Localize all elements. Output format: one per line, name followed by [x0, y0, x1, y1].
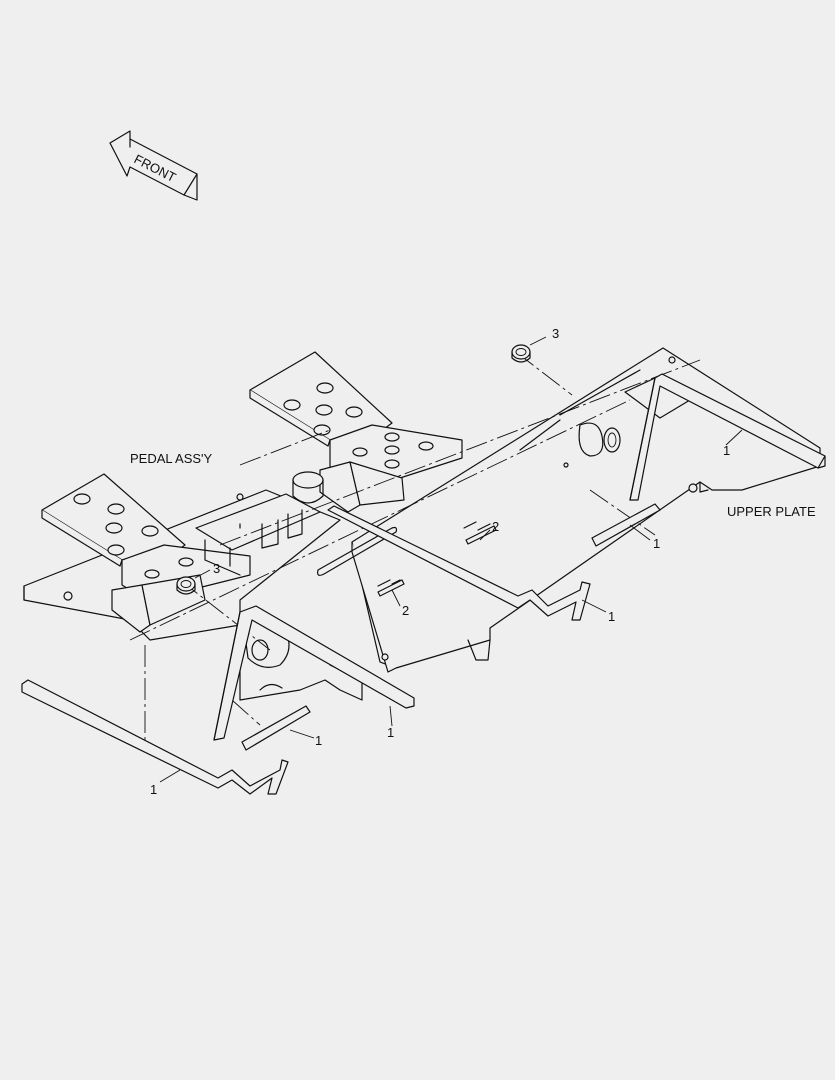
- callout-1-lower-center-bar: 1: [387, 725, 394, 740]
- seal-strip-lower: [377, 579, 405, 597]
- upper-plate-label: UPPER PLATE: [727, 504, 816, 519]
- alignment-lines: [129, 351, 701, 740]
- seal-bar-lower-center: [213, 605, 415, 741]
- seal-bar-right-short: [591, 503, 661, 547]
- callout-1-lower-left-long-bar: 1: [150, 782, 157, 797]
- hose-clamp-lower: [176, 576, 196, 595]
- callout-1-upper-right-bar: 1: [723, 443, 730, 458]
- seal-bar-lower-left-short: [241, 705, 311, 751]
- callout-1-right-short-bar: 1: [653, 536, 660, 551]
- upper-plate: [317, 347, 821, 673]
- seal-bar-center-long: [327, 505, 591, 621]
- callout-3-lower: 3: [213, 561, 220, 576]
- pedal-assy-label: PEDAL ASS'Y: [130, 451, 213, 466]
- seal-bar-lower-left-long: [21, 679, 289, 795]
- front-arrow: FRONT: [109, 130, 198, 201]
- callout-2-upper: 2: [492, 519, 499, 534]
- seal-bar-upper-right-L: [629, 373, 826, 501]
- seal-strip-upper: [465, 525, 497, 545]
- callout-3-upper: 3: [552, 326, 559, 341]
- pedal-assembly: [23, 351, 463, 641]
- callout-2-lower: 2: [402, 603, 409, 618]
- leader-lines: [159, 336, 743, 783]
- hose-clamp-upper: [511, 344, 531, 363]
- slot-marks: [377, 521, 491, 587]
- callout-1-center-long-bar: 1: [608, 609, 615, 624]
- callout-1-lower-left-short-bar: 1: [315, 733, 322, 748]
